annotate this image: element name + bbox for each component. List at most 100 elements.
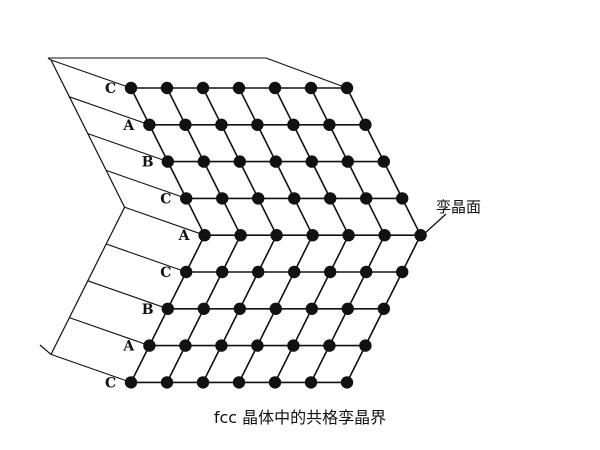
atom bbox=[143, 339, 156, 352]
lattice-column-line bbox=[310, 87, 331, 126]
atom bbox=[396, 265, 409, 279]
atom bbox=[251, 339, 264, 352]
atom bbox=[360, 265, 373, 279]
plane-edge-1 bbox=[69, 96, 150, 126]
atom bbox=[341, 302, 354, 315]
layer-label: A bbox=[122, 339, 135, 355]
layer-label: B bbox=[142, 155, 154, 171]
atom bbox=[196, 81, 210, 95]
lattice-column-line bbox=[364, 308, 385, 346]
atom bbox=[287, 339, 300, 352]
atom bbox=[232, 81, 246, 95]
lattice-column-line bbox=[274, 345, 295, 383]
lattice-column-line bbox=[167, 161, 187, 199]
lattice-column-line bbox=[293, 234, 314, 273]
atom bbox=[288, 192, 301, 205]
atom bbox=[124, 376, 138, 389]
lattice-column-line bbox=[167, 271, 187, 310]
lattice-column-line bbox=[346, 87, 367, 126]
lattice-column-line bbox=[311, 271, 331, 310]
lattice-column-line bbox=[292, 308, 313, 346]
atom bbox=[414, 229, 427, 242]
lattice-column-line bbox=[238, 87, 259, 126]
atom bbox=[180, 265, 193, 279]
lattice-column-line bbox=[166, 87, 187, 126]
lattice-column-line bbox=[185, 198, 206, 236]
plane-edge-8 bbox=[50, 353, 132, 383]
atom bbox=[234, 229, 247, 242]
plane-edge-4 bbox=[124, 206, 205, 236]
lattice-column-line bbox=[202, 345, 223, 383]
atom bbox=[232, 376, 246, 389]
slab-top-right-edge bbox=[265, 57, 348, 89]
atom bbox=[251, 118, 264, 131]
lattice-column-line bbox=[257, 198, 278, 236]
lattice-column-line bbox=[238, 345, 259, 383]
lattice-column-line bbox=[256, 308, 277, 346]
atom bbox=[268, 81, 282, 95]
lattice-column-line bbox=[401, 234, 422, 273]
lattice-column-line bbox=[275, 271, 295, 310]
lattice-column-line bbox=[383, 161, 403, 199]
atom-grid bbox=[124, 81, 427, 389]
atom bbox=[233, 302, 246, 315]
layer-label: B bbox=[142, 302, 154, 318]
lattice-column-line bbox=[328, 308, 349, 346]
atom bbox=[179, 339, 192, 352]
atom bbox=[288, 265, 301, 279]
lattice-column-line bbox=[311, 161, 331, 199]
lattice-column-line bbox=[364, 124, 385, 162]
twin-plane-label: 孪晶面 bbox=[436, 198, 481, 216]
lattice-column-line bbox=[184, 124, 205, 162]
lattice-column-line bbox=[148, 124, 169, 162]
atom bbox=[305, 302, 318, 315]
atom bbox=[396, 192, 409, 205]
atom bbox=[233, 155, 246, 168]
atom bbox=[306, 229, 319, 242]
twin-plane-leader-line bbox=[423, 213, 447, 235]
layer-label: A bbox=[122, 118, 135, 134]
plane-edge-0 bbox=[50, 59, 132, 89]
lattice-column-line bbox=[293, 198, 314, 236]
atom bbox=[378, 229, 391, 242]
atom bbox=[270, 229, 283, 242]
atom bbox=[179, 118, 192, 131]
lattice-column-line bbox=[401, 198, 422, 236]
atom bbox=[215, 339, 228, 352]
lattice-column-line bbox=[239, 161, 259, 199]
atom bbox=[377, 302, 390, 315]
plane-edge-6 bbox=[87, 280, 168, 310]
lattice-column-line bbox=[346, 345, 367, 383]
lattice-column-line bbox=[329, 198, 350, 236]
atom bbox=[269, 302, 282, 315]
atom bbox=[341, 155, 354, 168]
lattice-column-line bbox=[365, 234, 386, 273]
layer-label: C bbox=[160, 191, 171, 207]
atom bbox=[359, 118, 372, 131]
atom bbox=[252, 265, 265, 279]
atom bbox=[197, 155, 210, 168]
lattice-column-line bbox=[365, 198, 386, 236]
atom bbox=[305, 155, 318, 168]
lattice-column-line bbox=[185, 234, 206, 273]
lattice-column-line bbox=[275, 161, 295, 199]
lattice-column-line bbox=[202, 87, 223, 126]
lattice-column-line bbox=[292, 124, 313, 162]
plane-edge-7 bbox=[69, 317, 150, 347]
atom bbox=[377, 155, 390, 168]
atom bbox=[304, 376, 318, 389]
lattice-column-line bbox=[256, 124, 277, 162]
lattice-column-line bbox=[328, 124, 349, 162]
lattice-column-line bbox=[203, 271, 223, 310]
atom bbox=[196, 376, 210, 389]
layer-label: C bbox=[160, 265, 171, 281]
atom bbox=[124, 81, 138, 95]
atom bbox=[143, 118, 156, 131]
lattice-column-line bbox=[310, 345, 331, 383]
lattice-column-line bbox=[220, 124, 241, 162]
atom bbox=[216, 192, 229, 205]
layer-label: A bbox=[178, 228, 191, 244]
lattice-column-line bbox=[130, 345, 151, 383]
slab-outer-edge bbox=[39, 57, 126, 356]
